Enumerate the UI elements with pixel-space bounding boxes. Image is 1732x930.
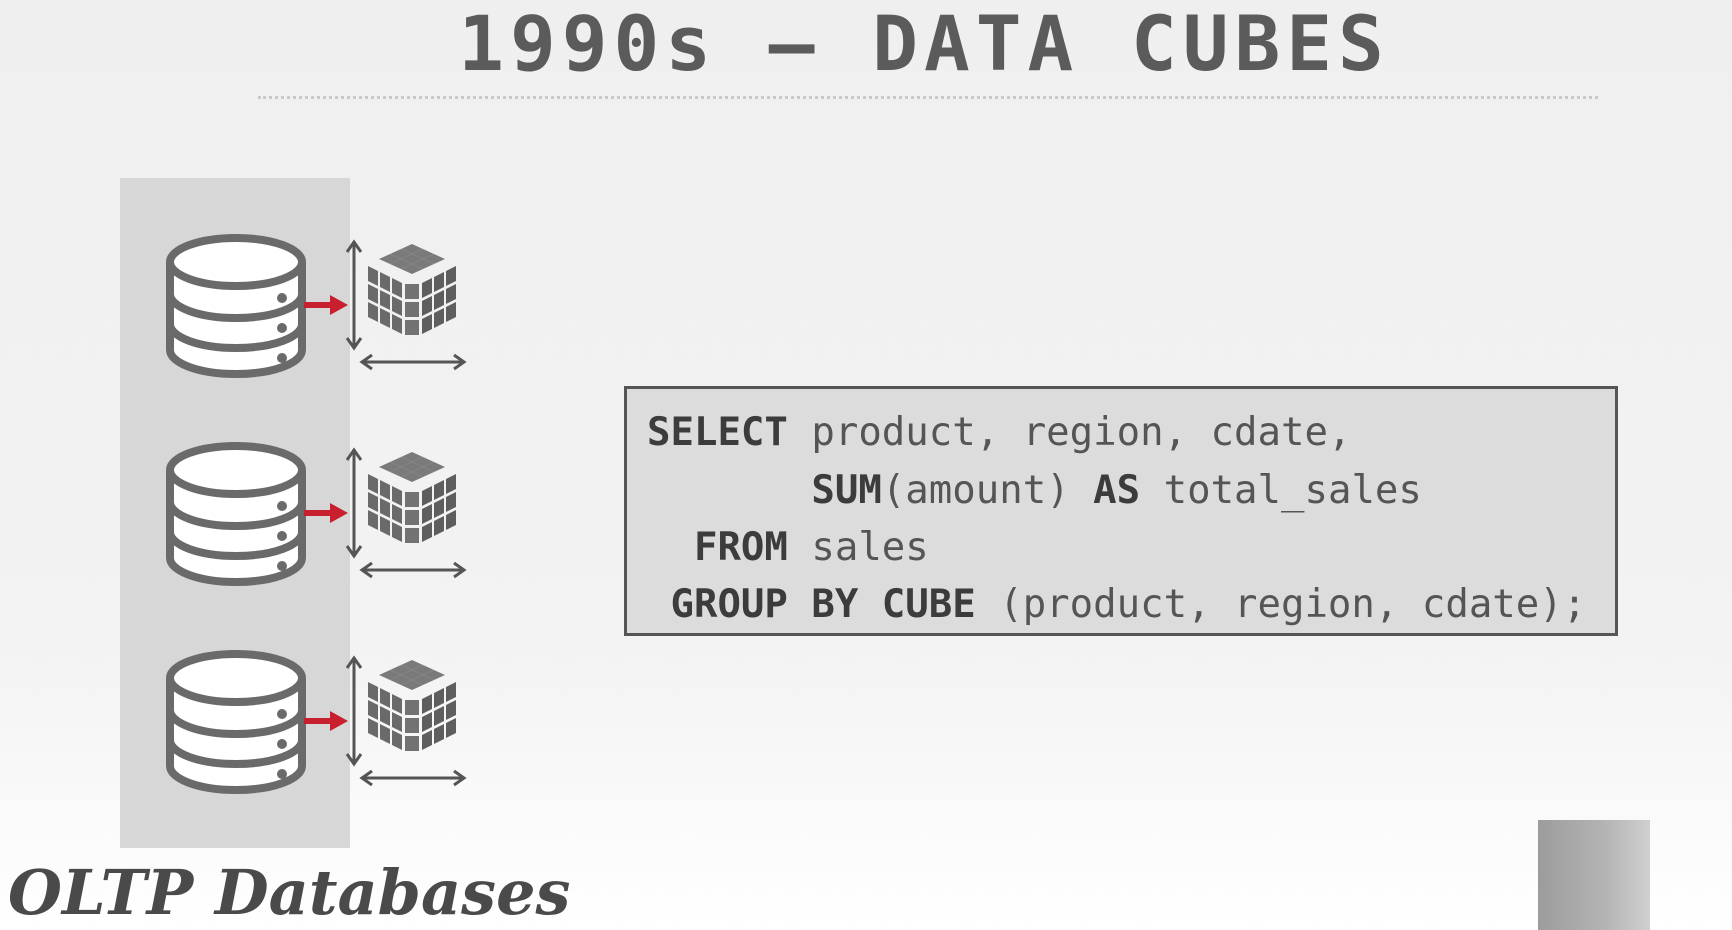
data-cube-icon (368, 660, 456, 751)
slide-title: 1990s – DATA CUBES (458, 0, 1390, 88)
sql-line-group-by: GROUP BY CUBE (product, region, cdate); (647, 577, 1586, 633)
arrow-right-icon (304, 295, 348, 315)
database-icon (170, 446, 302, 582)
oltp-databases-label: OLTP Databases (8, 856, 571, 929)
sql-indent (647, 525, 694, 570)
database-icon (170, 654, 302, 790)
sql-keyword: SUM (811, 468, 882, 513)
data-cube-icon (368, 452, 456, 543)
sql-indent (647, 582, 670, 627)
sql-keyword: SELECT (647, 410, 788, 455)
sql-indent (647, 468, 811, 513)
presenter-video-placeholder (1538, 820, 1650, 930)
sql-keyword: FROM (693, 525, 788, 570)
title-divider (258, 96, 1598, 99)
arrow-right-icon (304, 503, 348, 523)
database-icon (170, 238, 302, 374)
sql-line-sum: SUM(amount) AS total_sales (647, 463, 1422, 519)
sql-text: (amount) (881, 468, 1094, 513)
sql-line-from: FROM sales (647, 520, 929, 576)
sql-text: product, region, cdate, (787, 410, 1352, 455)
sql-keyword: GROUP BY CUBE (670, 582, 976, 627)
sql-query-box: SELECT product, region, cdate, SUM(amoun… (624, 386, 1618, 636)
sql-text: (product, region, cdate); (975, 582, 1587, 627)
sql-line-select: SELECT product, region, cdate, (647, 405, 1351, 461)
arrow-right-icon (304, 711, 348, 731)
data-cube-icon (368, 244, 456, 335)
sql-keyword: AS (1093, 468, 1141, 513)
sql-text: total_sales (1140, 468, 1422, 513)
sql-text: sales (787, 525, 929, 570)
